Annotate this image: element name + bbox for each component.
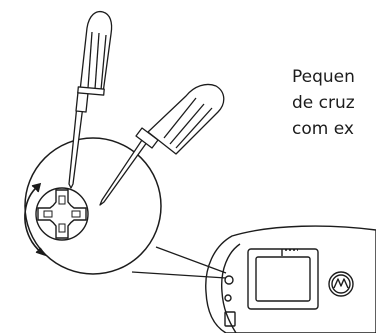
caption-line-3: com ex: [292, 119, 354, 139]
motorola-logo-icon: [328, 271, 354, 297]
flathead-screwdriver-icon: [99, 83, 225, 206]
caption-line-1: Pequen: [292, 67, 355, 87]
instruction-caption: Pequen de cruz com ex: [292, 64, 376, 142]
phillips-screwdriver-icon: [68, 10, 113, 189]
caption-line-2: de cruz: [292, 93, 355, 113]
device-screw: [224, 275, 234, 285]
rotate-clockwise-arrow-icon: [24, 182, 48, 257]
battery-compartment: [247, 248, 319, 310]
device-back-illustration: [205, 225, 376, 333]
phillips-screw-head-icon: [35, 187, 89, 241]
magnify-leader-lines: [131, 246, 227, 279]
